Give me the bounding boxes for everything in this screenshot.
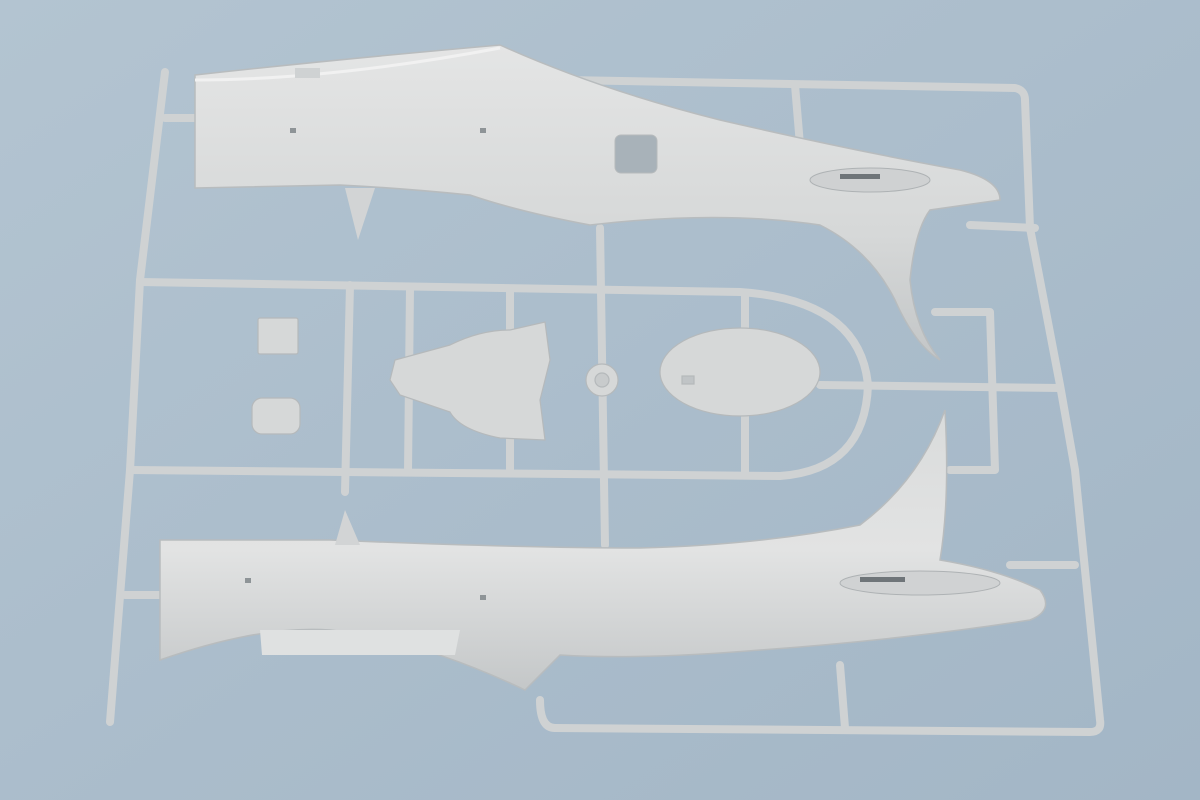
tail-fairing-lower xyxy=(839,570,1001,596)
bottom-connector xyxy=(836,661,849,732)
rounded-part xyxy=(251,397,301,435)
window-opening xyxy=(614,134,658,174)
vertical-runner-1 xyxy=(341,281,354,496)
right-runner xyxy=(551,224,1105,736)
oval-bulkhead xyxy=(659,327,821,417)
top-runner xyxy=(561,76,1034,232)
right-stub-2 xyxy=(966,221,1039,232)
fuselage-half-upper xyxy=(194,44,1001,361)
square-part xyxy=(257,317,299,355)
oval-connector xyxy=(816,381,1064,392)
right-stub-1 xyxy=(931,308,999,474)
small-parts xyxy=(251,317,821,441)
left-runner xyxy=(106,68,169,726)
top-connector xyxy=(791,81,804,149)
fuselage-half-lower xyxy=(159,409,1047,691)
bottom-left-curve xyxy=(536,696,559,732)
tail-fairing xyxy=(809,167,931,193)
floor-part xyxy=(389,321,551,441)
